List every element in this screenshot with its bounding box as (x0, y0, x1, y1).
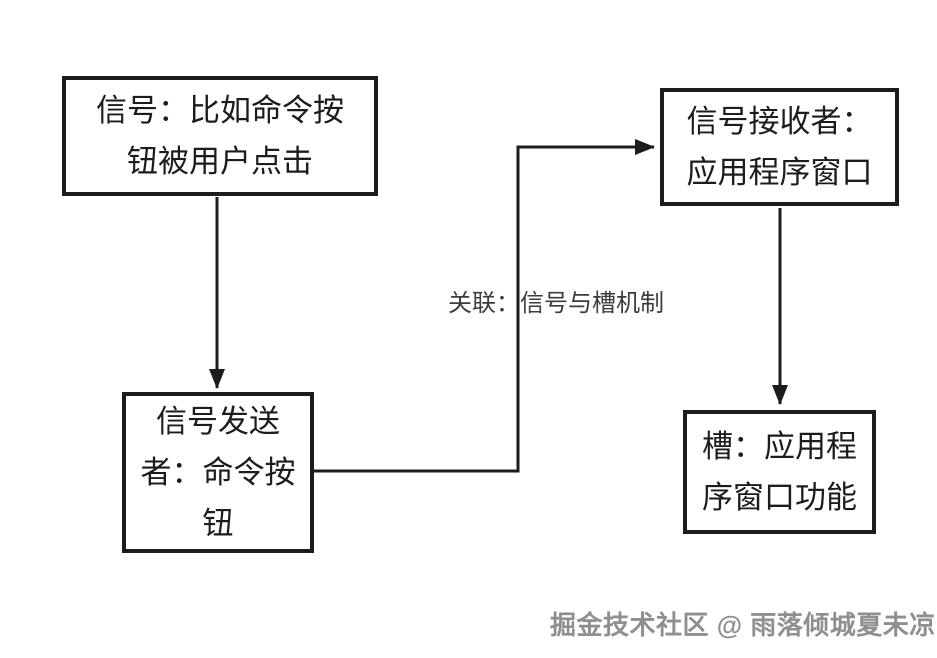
node-sender-line-3: 钮 (202, 506, 234, 541)
node-slot-line-1: 槽：应用程 (702, 429, 857, 464)
node-sender-line-1: 信号发送 (156, 404, 280, 439)
arrow-sender-to-receiver (313, 139, 655, 473)
node-slot: 槽：应用程 序窗口功能 (683, 410, 876, 534)
node-signal-line-2: 钮被用户点击 (127, 144, 313, 179)
node-sender-line-2: 者：命令按 (140, 455, 296, 490)
node-sender: 信号发送 者：命令按 钮 (122, 392, 314, 553)
watermark-text: 掘金技术社区 @ 雨落倾城夏未凉 (550, 610, 936, 640)
node-receiver-line-1: 信号接收者： (686, 104, 873, 139)
node-signal: 信号：比如命令按 钮被用户点击 (62, 76, 378, 196)
node-signal-line-1: 信号：比如命令按 (96, 93, 344, 128)
node-slot-line-2: 序窗口功能 (702, 480, 857, 515)
node-receiver-line-2: 应用程序窗口 (686, 155, 873, 190)
edge-association-label: 关联：信号与槽机制 (448, 290, 664, 317)
node-receiver: 信号接收者： 应用程序窗口 (660, 88, 899, 206)
